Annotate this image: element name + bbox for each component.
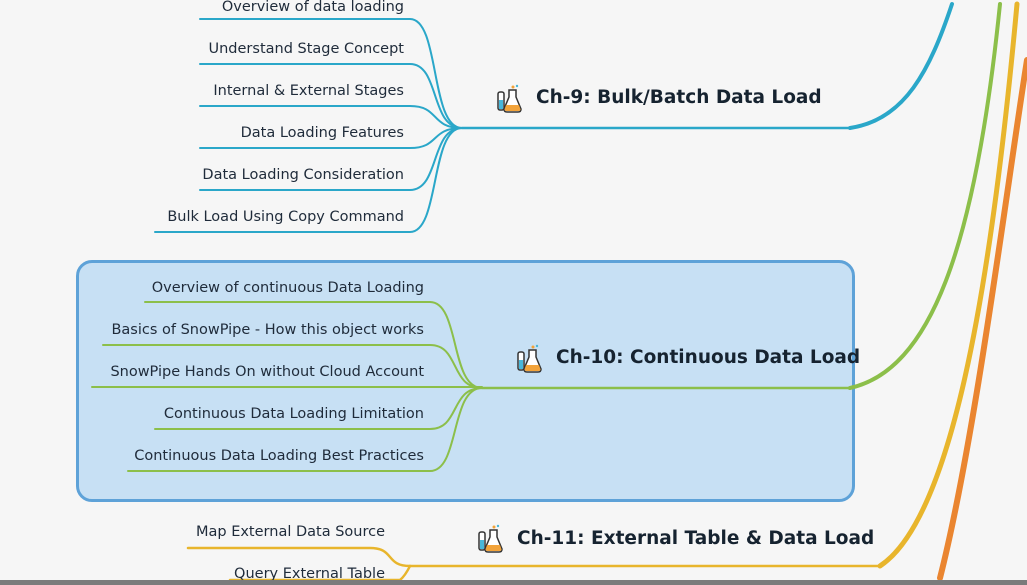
ch11-main-branch — [877, 1, 1020, 569]
ch9-connectors — [154, 2, 954, 233]
ch9-main-branch — [848, 2, 954, 130]
lab-flask-icon — [497, 84, 522, 113]
ch9-item-copy-command: Bulk Load Using Copy Command — [167, 209, 404, 225]
ch9-connector-2 — [199, 63, 463, 129]
ch11-connectors — [186, 1, 1020, 582]
ch11-item-map-source: Map External Data Source — [195, 524, 385, 540]
ch9-connector-5 — [199, 127, 463, 191]
ch10-item-snowpipe-basics: Basics of SnowPipe - How this object wor… — [111, 322, 424, 338]
ch9-item-stages: Internal & External Stages — [213, 83, 404, 99]
ch10-item-snowpipe-hands-on: SnowPipe Hands On without Cloud Account — [110, 364, 424, 380]
ch10-connector-4 — [154, 387, 483, 430]
ch10-connectors — [91, 2, 1002, 472]
ch9-connector-4 — [199, 127, 463, 149]
ch11-connector-1 — [186, 546, 412, 568]
ch9-topic-title: Ch-9: Bulk/Batch Data Load — [536, 87, 822, 108]
ch9-item-overview: Overview of data loading — [221, 0, 404, 15]
ch10-topic-title: Ch-10: Continuous Data Load — [556, 347, 861, 368]
orange-branch — [937, 57, 1027, 581]
ch10-connector-5 — [127, 387, 483, 472]
ch10-item-overview: Overview of continuous Data Loading — [151, 280, 424, 296]
ch10-connector-1 — [144, 301, 483, 389]
ch11-topic-title: Ch-11: External Table & Data Load — [517, 528, 875, 549]
ch9-item-consideration: Data Loading Consideration — [202, 167, 404, 183]
screen-bottom-edge — [0, 580, 1027, 585]
ch11-item-query-table: Query External Table — [234, 566, 385, 582]
ch11-connector-2 — [228, 564, 412, 582]
lab-flask-icon — [517, 344, 542, 373]
lab-flask-icon — [478, 524, 503, 553]
ch10-main-branch — [848, 2, 1002, 390]
ch9-connector-3 — [199, 105, 463, 129]
ch9-item-stage-concept: Understand Stage Concept — [208, 41, 405, 57]
ch9-connector-6 — [154, 127, 463, 233]
ch9-item-features: Data Loading Features — [240, 125, 404, 141]
ch10-item-limitation: Continuous Data Loading Limitation — [163, 406, 424, 422]
ch9-connector-1 — [199, 18, 463, 129]
ch10-item-best-practices: Continuous Data Loading Best Practices — [134, 448, 424, 464]
